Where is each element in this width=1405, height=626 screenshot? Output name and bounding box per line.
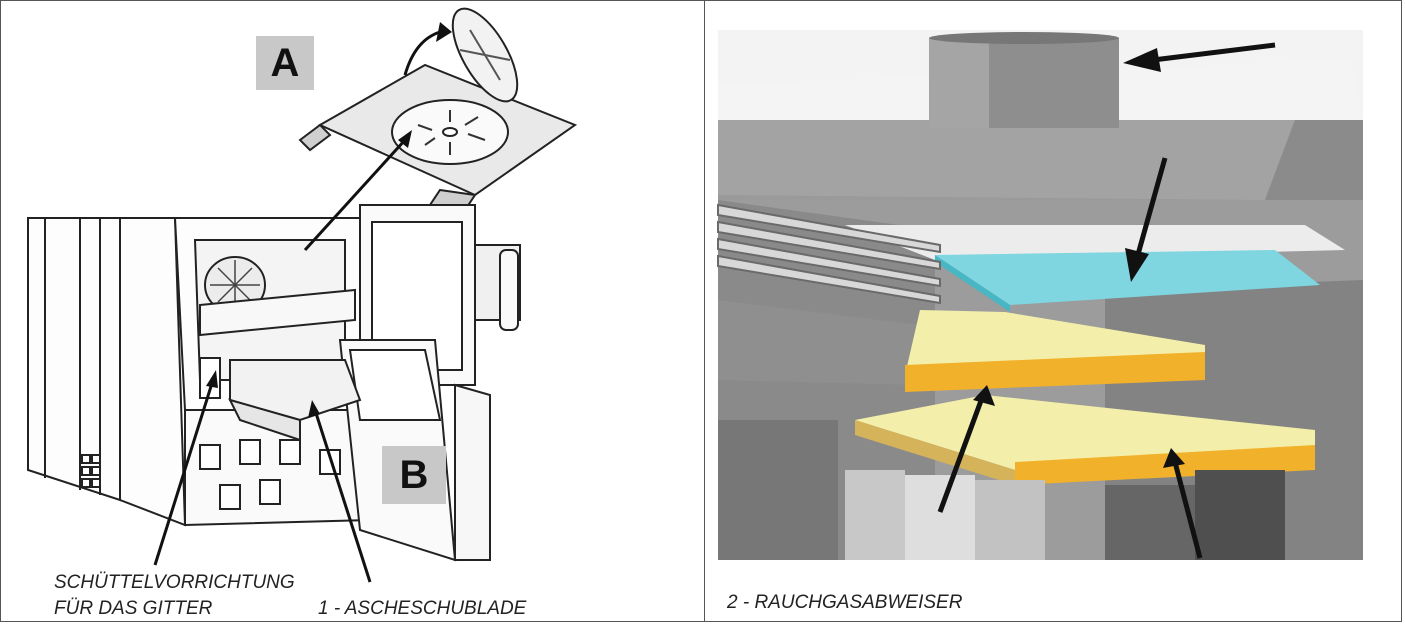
arrow-to-flue-pipe <box>1152 42 1276 63</box>
right-panel-baffle-render: 2 - RAUCHGASABWEISER <box>705 0 1402 622</box>
caption-grate-shaker: SCHÜTTELVORRICHTUNG FÜR DAS GITTER <box>54 570 295 622</box>
caption-grate-line1: SCHÜTTELVORRICHTUNG <box>54 572 295 593</box>
grate-plate <box>298 63 578 212</box>
arrow-to-shaker <box>153 379 215 566</box>
panel-divider <box>704 0 705 622</box>
label-a-badge: A <box>256 36 314 90</box>
baffle-render <box>717 30 1363 560</box>
arrow-to-upper-baffle <box>937 397 985 513</box>
baffle-lower <box>855 395 1315 470</box>
left-panel-stove-drawing: A B SCHÜTTELVORRICHTUNG FÜR DAS GITTER 1… <box>0 0 704 622</box>
arrow-to-lower-baffle <box>1172 461 1203 559</box>
label-b-badge: B <box>382 446 446 504</box>
arrow-to-glass <box>1134 157 1168 259</box>
caption-grate-line2: FÜR DAS GITTER <box>54 598 213 619</box>
caption-ash-drawer: 1 - ASCHESCHUBLADE <box>318 598 527 619</box>
stove-body <box>27 204 521 562</box>
glass-plate <box>935 250 1320 305</box>
label-b: B <box>399 453 429 497</box>
rotation-arrow <box>403 30 441 76</box>
label-a: A <box>270 41 300 85</box>
grate-disk <box>451 7 519 103</box>
stove-line-drawing <box>27 7 578 583</box>
arrow-to-grate <box>303 138 407 252</box>
arrow-to-ash-drawer <box>313 409 372 583</box>
caption-baffle: 2 - RAUCHGASABWEISER <box>727 592 963 613</box>
